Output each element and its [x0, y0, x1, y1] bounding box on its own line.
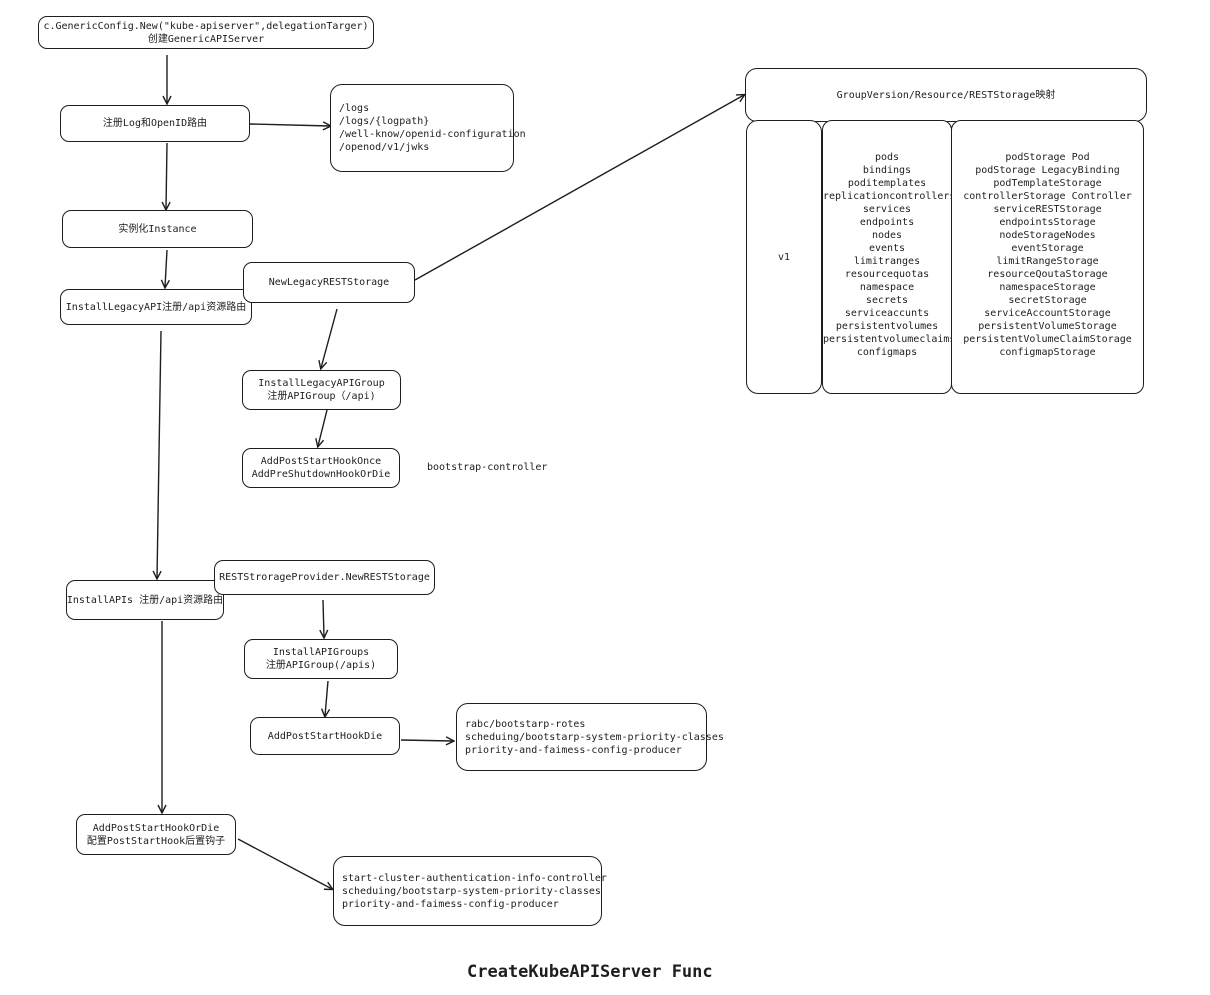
storage-item: limitRangeStorage: [996, 256, 1099, 267]
arrow-hookdie-to-list: [400, 740, 453, 741]
resource-item: namespace: [859, 282, 915, 293]
install-legacy-api-node: InstallLegacyAPI注册/api资源路由: [60, 289, 252, 325]
node-line: AddPostStartHookOnce: [260, 456, 382, 467]
register-log-node: 注册Log和OpenID路由: [60, 105, 250, 142]
node-line: NewLegacyRESTStorage: [268, 277, 390, 288]
hook-line: scheduing/bootstarp-system-priority-clas…: [465, 731, 724, 743]
storage-item: endpointsStorage: [999, 217, 1096, 228]
storage-item: namespaceStorage: [999, 282, 1096, 293]
install-legacy-api-group-node: InstallLegacyAPIGroup 注册APIGroup（/api): [242, 370, 401, 410]
resource-item: serviceaccunts: [844, 308, 930, 319]
hook-line: rabc/bootstarp-rotes: [465, 718, 586, 730]
resource-item: nodes: [871, 230, 903, 241]
hook-line: priority-and-faimess-config-producer: [342, 898, 559, 910]
diagram-title: CreateKubeAPIServer Func: [467, 962, 713, 982]
storage-item: podTemplateStorage: [993, 178, 1102, 189]
node-line: 注册APIGroup(/apis): [265, 660, 377, 671]
route-line: /logs/{logpath}: [339, 116, 430, 127]
node-line: InstallAPIs 注册/api资源路由: [66, 594, 224, 606]
rest-storage-provider-node: RESTStrorageProvider.NewRESTStorage: [214, 560, 435, 595]
hook-die-list-node: rabc/bootstarp-rotes scheduing/bootstarp…: [456, 703, 724, 771]
arrow-groups-to-hookdie: [325, 680, 328, 716]
resource-item: limitranges: [853, 256, 921, 267]
arrow-provider-to-groups: [323, 599, 324, 637]
resource-item: bindings: [862, 165, 912, 176]
storage-item: nodeStorageNodes: [999, 230, 1096, 241]
node-line: 配置PostStartHook后置钩子: [86, 835, 226, 847]
node-line: AddPostStartHookOrDie: [92, 822, 220, 834]
resources-column: pods bindings poditemplates replicationcont…: [822, 120, 956, 394]
arrow-log-to-routes: [249, 124, 330, 126]
arrow-log-to-instance: [166, 142, 167, 209]
new-legacy-rest-storage-node: NewLegacyRESTStorage: [243, 262, 415, 303]
arrow-group-to-hook: [318, 409, 328, 446]
arrow-legacy-to-installapis: [157, 330, 161, 578]
storages-column: podStorage Pod podStorage LegacyBinding po…: [951, 120, 1144, 394]
install-apis-node: InstallAPIs 注册/api资源路由: [66, 580, 224, 620]
storage-item: persistentVolumeStorage: [978, 321, 1117, 332]
arrow-newlegacy-to-table: [414, 95, 744, 281]
arrow-instance-to-legacy: [165, 249, 167, 287]
node-line: AddPostStartHookDie: [267, 730, 383, 742]
resource-item: endpoints: [859, 217, 915, 228]
table-header-text: GroupVersion/Resource/RESTStorage映射: [836, 89, 1056, 101]
hook-line: scheduing/bootstarp-system-priority-clas…: [342, 885, 601, 897]
storage-item: podStorage Pod: [1005, 152, 1090, 163]
storage-item: podStorage LegacyBinding: [975, 165, 1120, 176]
storage-item: secretStorage: [1008, 295, 1087, 306]
route-line: /logs: [339, 103, 370, 114]
storage-item: configmapStorage: [999, 347, 1096, 358]
arrow-ordie-to-list: [237, 838, 332, 889]
node-line: 注册APIGroup（/api): [267, 391, 376, 402]
node-line: InstallLegacyAPIGroup: [258, 378, 385, 389]
route-line: /openod/v1/jwks: [339, 142, 430, 153]
add-post-start-hook-or-die-node: AddPostStartHookOrDie 配置PostStartHook后置钩…: [76, 814, 236, 855]
storages-list: podStorage Pod podStorage LegacyBinding po…: [952, 151, 1143, 359]
node-line: RESTStrorageProvider.NewRESTStorage: [219, 572, 430, 583]
hook-line: start-cluster-authentication-info-contro…: [342, 872, 607, 884]
resource-item: poditemplates: [847, 178, 927, 189]
resource-item: configmaps: [856, 347, 918, 358]
version-text: v1: [777, 251, 791, 263]
storage-item: eventStorage: [1011, 243, 1084, 254]
generic-config-node: c.GenericConfig.New("kube-apiserver",del…: [38, 16, 374, 49]
hook-line: priority-and-faimess-config-producer: [465, 744, 682, 756]
resource-item: secrets: [865, 295, 909, 306]
or-die-list-node: start-cluster-authentication-info-contro…: [333, 856, 607, 926]
resource-item: persistentvolumeclaims: [823, 334, 956, 345]
storage-item: serviceRESTStorage: [993, 204, 1102, 215]
storage-item: serviceAccountStorage: [984, 308, 1111, 319]
node-line: 注册Log和OpenID路由: [102, 118, 208, 129]
install-api-groups-node: InstallAPIGroups 注册APIGroup(/apis): [244, 639, 398, 679]
resource-item: events: [868, 243, 906, 254]
resource-item: replicationcontrollers: [823, 191, 956, 202]
node-line: InstallAPIGroups: [272, 647, 370, 658]
storage-item: resourceQoutaStorage: [987, 269, 1108, 280]
resource-item: resourcequotas: [844, 269, 930, 280]
resource-item: persistentvolumes: [835, 321, 939, 332]
arrow-newlegacy-to-group: [321, 308, 338, 368]
storage-item: persistentVolumeClaimStorage: [963, 334, 1132, 345]
node-line: 实例化Instance: [118, 223, 197, 235]
version-column: v1: [746, 120, 822, 394]
instance-node: 实例化Instance: [62, 210, 253, 248]
bootstrap-controller-label: bootstrap-controller: [427, 462, 548, 473]
log-routes-node: /logs /logs/{logpath} /well-know/openid-…: [330, 84, 526, 172]
add-post-start-hook-die-node: AddPostStartHookDie: [250, 717, 400, 755]
resource-item: pods: [874, 152, 900, 163]
node-line: 创建GenericAPIServer: [147, 33, 265, 45]
node-line: c.GenericConfig.New("kube-apiserver",del…: [43, 20, 369, 32]
resource-item: services: [862, 204, 912, 215]
mapping-table-header: GroupVersion/Resource/RESTStorage映射: [745, 68, 1147, 122]
post-start-hook-once-node: AddPostStartHookOnce AddPreShutdownHookO…: [242, 448, 400, 488]
storage-item: controllerStorage Controller: [963, 191, 1132, 202]
resources-list: pods bindings poditemplates replicationcont…: [823, 151, 956, 359]
route-line: /well-know/openid-configuration: [339, 129, 526, 140]
node-line: AddPreShutdownHookOrDie: [251, 469, 391, 480]
node-line: InstallLegacyAPI注册/api资源路由: [65, 301, 247, 313]
